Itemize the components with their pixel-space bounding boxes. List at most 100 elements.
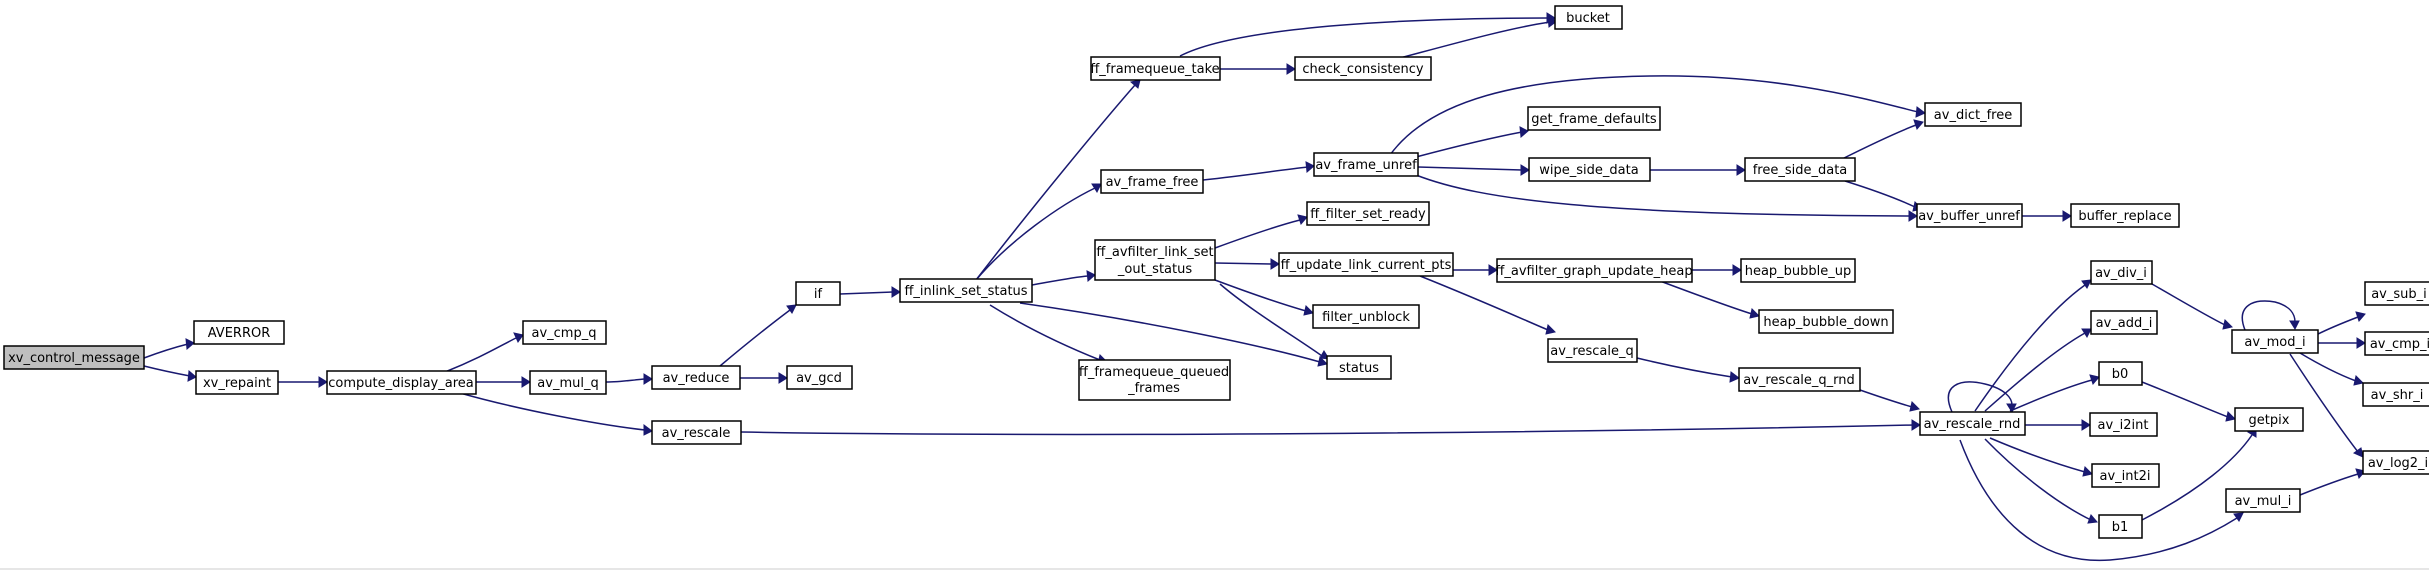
node-av_int2i[interactable]: av_int2i xyxy=(2091,463,2160,488)
edge-av_rescale_rnd-av_rescale_rnd xyxy=(1947,381,2017,414)
node-av_cmp_q[interactable]: av_cmp_q xyxy=(522,320,607,345)
edge-compute_display_area-av_rescale xyxy=(459,392,653,436)
svg-text:av_frame_free: av_frame_free xyxy=(1106,175,1199,190)
edge-av_rescale_rnd-av_mul_i xyxy=(1959,439,2244,562)
node-av_sub_i[interactable]: av_sub_i xyxy=(2364,281,2429,306)
node-filter_unblock[interactable]: filter_unblock xyxy=(1312,304,1420,329)
edge-ff_update_link_current_pts-ff_avfilter_graph_update_heap xyxy=(1453,264,1498,276)
svg-text:av_dict_free: av_dict_free xyxy=(1934,108,2012,123)
node-xv_control_message[interactable]: xv_control_message xyxy=(3,345,145,370)
node-av_dict_free[interactable]: av_dict_free xyxy=(1924,102,2022,127)
node-av_cmp_i[interactable]: av_cmp_i xyxy=(2364,331,2429,356)
svg-text:av_mod_i: av_mod_i xyxy=(2244,335,2305,350)
node-av_shr_i[interactable]: av_shr_i xyxy=(2362,382,2429,407)
svg-text:av_mul_q: av_mul_q xyxy=(537,376,598,391)
svg-text:av_i2int: av_i2int xyxy=(2098,418,2149,433)
node-get_frame_defaults[interactable]: get_frame_defaults xyxy=(1527,106,1661,131)
node-av_add_i[interactable]: av_add_i xyxy=(2090,310,2158,335)
node-ff_inlink_set_status[interactable]: ff_inlink_set_status xyxy=(899,278,1033,303)
svg-text:av_frame_unref: av_frame_unref xyxy=(1315,158,1417,173)
node-AVERROR[interactable]: AVERROR xyxy=(193,320,285,345)
svg-text:av_cmp_q: av_cmp_q xyxy=(532,326,597,341)
svg-text:ff_framequeue_queued: ff_framequeue_queued xyxy=(1079,365,1229,380)
edge-free_side_data-av_dict_free xyxy=(1839,119,1924,161)
edge-av_frame_free-av_frame_unref xyxy=(1202,161,1315,181)
bottom-divider xyxy=(0,568,2429,570)
edge-av_rescale_q_rnd-av_rescale_rnd xyxy=(1859,389,1920,412)
svg-text:ff_update_link_current_pts: ff_update_link_current_pts xyxy=(1281,258,1452,273)
node-av_rescale_q[interactable]: av_rescale_q xyxy=(1547,338,1638,363)
edge-ff_framequeue_take-check_consistency xyxy=(1220,63,1296,75)
node-check_consistency[interactable]: check_consistency xyxy=(1294,56,1432,81)
node-av_mul_i[interactable]: av_mul_i xyxy=(2225,488,2301,513)
node-b1[interactable]: b1 xyxy=(2098,514,2143,539)
node-av_i2int[interactable]: av_i2int xyxy=(2089,412,2158,437)
node-av_gcd[interactable]: av_gcd xyxy=(786,365,853,390)
node-status[interactable]: status xyxy=(1326,355,1392,380)
node-heap_bubble_up[interactable]: heap_bubble_up xyxy=(1740,258,1856,283)
svg-text:av_buffer_unref: av_buffer_unref xyxy=(1918,209,2020,224)
edge-ff_avfilter_graph_update_heap-heap_bubble_down xyxy=(1659,280,1760,319)
node-xv_repaint[interactable]: xv_repaint xyxy=(195,370,279,395)
edge-ff_avfilter_graph_update_heap-heap_bubble_up xyxy=(1692,264,1742,276)
edge-av_reduce-av_gcd xyxy=(740,372,788,384)
edge-av_rescale_rnd-av_add_i xyxy=(1984,328,2092,412)
svg-text:av_log2_i: av_log2_i xyxy=(2368,456,2428,471)
node-wipe_side_data[interactable]: wipe_side_data xyxy=(1528,157,1651,182)
svg-text:if: if xyxy=(814,287,823,302)
edge-av_mod_i-av_log2_i xyxy=(2289,353,2364,458)
edge-av_rescale_rnd-av_int2i xyxy=(1989,437,2093,477)
node-ff_framequeue_take[interactable]: ff_framequeue_take xyxy=(1090,56,1221,81)
edge-av_frame_unref-wipe_side_data xyxy=(1417,164,1530,176)
svg-text:av_div_i: av_div_i xyxy=(2095,266,2147,281)
node-ff_filter_set_ready[interactable]: ff_filter_set_ready xyxy=(1306,201,1430,226)
node-av_frame_unref[interactable]: av_frame_unref xyxy=(1313,152,1419,177)
svg-text:getpix: getpix xyxy=(2249,413,2290,428)
svg-text:b1: b1 xyxy=(2112,520,2129,535)
svg-text:ff_inlink_set_status: ff_inlink_set_status xyxy=(904,284,1027,299)
node-av_reduce[interactable]: av_reduce xyxy=(651,365,741,390)
svg-text:free_side_data: free_side_data xyxy=(1753,163,1848,178)
edge-av_mod_i-av_shr_i xyxy=(2299,352,2364,386)
edge-av_frame_unref-av_buffer_unref xyxy=(1415,174,1918,222)
edge-av_rescale_rnd-b1 xyxy=(1984,438,2098,524)
node-av_rescale[interactable]: av_rescale xyxy=(651,420,742,445)
node-av_mul_q[interactable]: av_mul_q xyxy=(529,370,607,395)
edge-ff_avfilter_link_set_out_status-ff_update_link_current_pts xyxy=(1214,258,1280,270)
node-av_log2_i[interactable]: av_log2_i xyxy=(2362,450,2429,475)
edge-xv_repaint-compute_display_area xyxy=(278,376,328,388)
edge-ff_inlink_set_status-av_frame_free xyxy=(975,183,1102,281)
node-if[interactable]: if xyxy=(795,281,841,306)
edge-ff_avfilter_link_set_out_status-ff_filter_set_ready xyxy=(1214,214,1308,249)
node-free_side_data[interactable]: free_side_data xyxy=(1744,157,1856,182)
node-av_rescale_q_rnd[interactable]: av_rescale_q_rnd xyxy=(1738,367,1861,392)
edge-xv_control_message-xv_repaint xyxy=(143,365,197,382)
svg-text:buffer_replace: buffer_replace xyxy=(2078,209,2171,224)
node-av_buffer_unref[interactable]: av_buffer_unref xyxy=(1916,203,2023,228)
node-ff_avfilter_link_set_out_status[interactable]: ff_avfilter_link_set _out_status xyxy=(1094,239,1216,281)
svg-text:av_rescale_rnd: av_rescale_rnd xyxy=(1924,417,2021,432)
node-bucket[interactable]: bucket xyxy=(1554,5,1623,30)
node-av_div_i[interactable]: av_div_i xyxy=(2090,260,2153,285)
edge-ff_framequeue_take-bucket xyxy=(1179,12,1556,57)
edge-av_rescale-av_rescale_rnd xyxy=(740,419,1921,436)
node-buffer_replace[interactable]: buffer_replace xyxy=(2070,203,2180,228)
edge-ff_inlink_set_status-ff_framequeue_take xyxy=(975,79,1141,281)
edge-av_rescale_rnd-av_i2int xyxy=(2025,419,2091,431)
node-ff_avfilter_graph_update_heap[interactable]: ff_avfilter_graph_update_heap xyxy=(1495,258,1693,283)
svg-text:bucket: bucket xyxy=(1566,11,1610,26)
svg-text:status: status xyxy=(1339,361,1379,376)
node-getpix[interactable]: getpix xyxy=(2234,407,2304,432)
node-b0[interactable]: b0 xyxy=(2098,361,2143,386)
svg-text:check_consistency: check_consistency xyxy=(1302,62,1424,77)
node-compute_display_area[interactable]: compute_display_area xyxy=(326,370,477,395)
node-av_rescale_rnd[interactable]: av_rescale_rnd xyxy=(1919,411,2026,436)
node-av_frame_free[interactable]: av_frame_free xyxy=(1100,169,1204,194)
node-ff_framequeue_queued_frames[interactable]: ff_framequeue_queued _frames xyxy=(1078,359,1231,401)
node-av_mod_i[interactable]: av_mod_i xyxy=(2231,329,2319,354)
edge-ff_update_link_current_pts-av_rescale_q xyxy=(1419,275,1556,335)
node-ff_update_link_current_pts[interactable]: ff_update_link_current_pts xyxy=(1278,252,1454,277)
node-heap_bubble_down[interactable]: heap_bubble_down xyxy=(1758,309,1894,334)
edge-av_mod_i-av_mod_i xyxy=(2241,300,2300,331)
